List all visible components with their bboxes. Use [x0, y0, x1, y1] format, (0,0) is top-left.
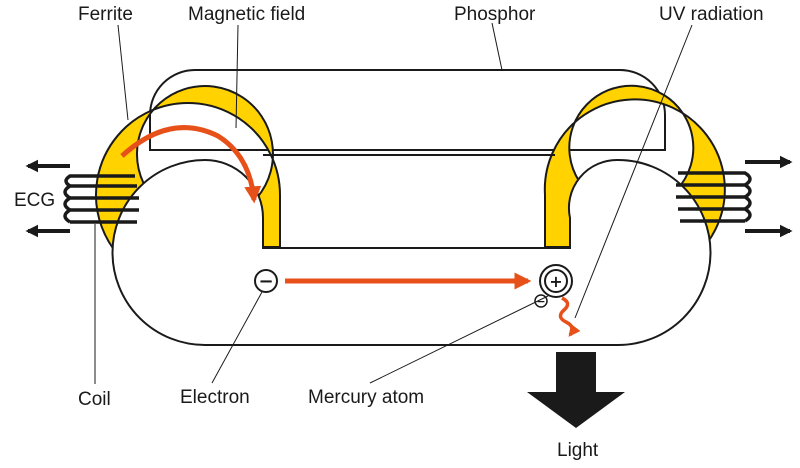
- mercury-atom-inner: [544, 269, 568, 293]
- label-light: Light: [557, 440, 599, 461]
- bound-electron-sign: −: [536, 295, 545, 308]
- uv-emission-arrow: [558, 296, 581, 337]
- magnetic-field-arrow: [120, 125, 262, 204]
- label-coil: Coil: [78, 389, 111, 410]
- electron-sign: −: [258, 271, 273, 292]
- coil-left: [63, 174, 139, 224]
- leader-magnetic-field: [235, 24, 239, 129]
- front-tube: [111, 158, 712, 346]
- label-electron: Electron: [180, 387, 250, 408]
- light-arrow: [527, 352, 625, 428]
- leader-electron: [211, 291, 263, 384]
- ion-sign: +: [549, 272, 562, 291]
- leader-uv-radiation: [574, 24, 693, 319]
- coil-right: [676, 171, 752, 223]
- label-phosphor: Phosphor: [454, 4, 536, 25]
- label-uv-radiation: UV radiation: [659, 4, 764, 25]
- leader-phosphor: [491, 22, 503, 71]
- leader-ferrite: [117, 24, 129, 121]
- label-magnetic-field: Magnetic field: [188, 4, 305, 25]
- label-ecg: ECG: [14, 190, 55, 211]
- label-ferrite: Ferrite: [78, 4, 133, 25]
- leader-mercury-atom: [369, 295, 549, 384]
- electron-symbol: [254, 269, 278, 293]
- label-mercury-atom: Mercury atom: [308, 387, 424, 408]
